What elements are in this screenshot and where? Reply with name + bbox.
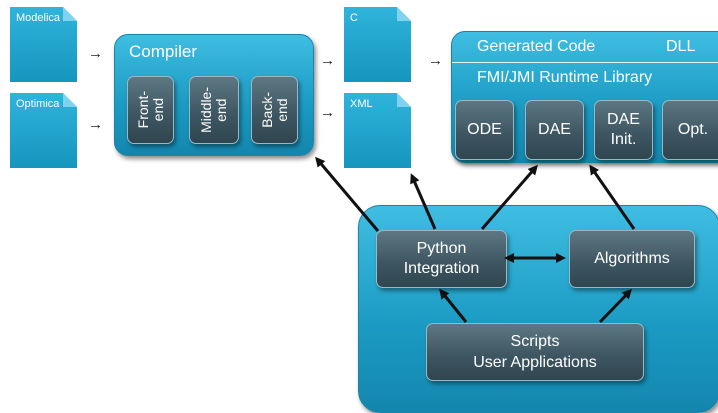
scripts-box: Scripts User Applications: [426, 323, 644, 381]
python-integration-label: Python Integration: [403, 240, 480, 277]
fold-corner-icon: [397, 93, 411, 107]
ode-label: ODE: [467, 121, 502, 138]
algorithms-box: Algorithms: [569, 230, 695, 288]
fold-corner-icon: [63, 7, 77, 21]
compiler-stage-middleend: Middle- end: [189, 76, 239, 144]
python-integration-box: Python Integration: [376, 230, 507, 288]
runtime-divider: [452, 62, 718, 63]
module-dae: DAE: [525, 100, 584, 160]
arrow-optimica-to-compiler: →: [88, 116, 103, 133]
runtime-library-title: FMI/JMI Runtime Library: [477, 69, 653, 86]
scripts-label: Scripts User Applications: [473, 333, 597, 371]
modelica-label: Modelica: [16, 12, 61, 24]
arrow-compiler-to-c: →: [320, 52, 335, 69]
dae-label: DAE: [538, 121, 571, 138]
arrow-compiler-to-xml: →: [320, 104, 335, 121]
module-opt: Opt.: [662, 100, 718, 160]
compiler-stage-backend: Back- end: [251, 76, 298, 144]
algorithms-label: Algorithms: [594, 250, 670, 267]
c-label: C: [350, 12, 358, 24]
dll-label: DLL: [666, 38, 696, 55]
dae-init-label: DAE Init.: [607, 111, 640, 148]
module-dae-init: DAE Init.: [594, 100, 653, 160]
compiler-stage-frontend: Front- end: [127, 76, 174, 144]
fold-corner-icon: [397, 7, 411, 21]
opt-label: Opt.: [677, 121, 709, 138]
compiler-title: Compiler: [129, 42, 198, 61]
arrow-algorithms-to-runtime: [589, 164, 636, 230]
optimica-label: Optimica: [16, 98, 60, 110]
compiler-panel: Compiler Front- end Middle- end Back- en…: [114, 34, 314, 156]
platform-panel: Python Integration Algorithms Scripts Us…: [358, 205, 718, 413]
fold-corner-icon: [63, 93, 77, 107]
arrow-python-to-xml: [410, 173, 437, 230]
xml-label: XML: [350, 98, 373, 110]
arrow-python-to-compiler: [315, 156, 380, 232]
arrow-python-to-runtime: [480, 164, 538, 230]
arrow-scripts-to-algorithms: [598, 288, 633, 324]
runtime-panel: Generated Code DLL FMI/JMI Runtime Libra…: [451, 31, 718, 163]
arrow-modelica-to-compiler: →: [88, 45, 103, 62]
arrow-c-to-runtime: →: [428, 52, 443, 69]
arrow-scripts-to-python: [439, 288, 468, 323]
module-ode: ODE: [455, 100, 514, 160]
generated-code-title: Generated Code: [477, 38, 596, 55]
